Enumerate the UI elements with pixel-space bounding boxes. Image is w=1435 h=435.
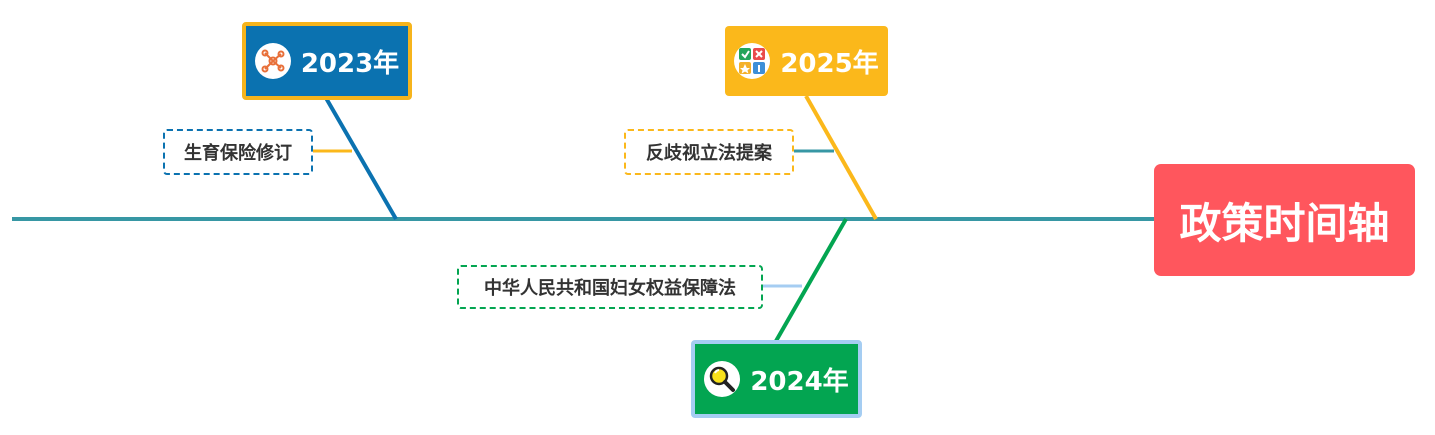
year-label-2023: 2023年: [300, 48, 400, 79]
year-node-2023[interactable]: 2023年: [242, 22, 412, 100]
topic-label-2025: 反歧视立法提案: [646, 143, 772, 164]
year-label-2025: 2025年: [780, 48, 879, 79]
checklist-icon: [734, 43, 771, 79]
topic-label-2024: 中华人民共和国妇女权益保障法: [484, 278, 736, 299]
topic-label-2023: 生育保险修订: [184, 143, 292, 164]
topic-node-2023[interactable]: 生育保险修订: [163, 129, 313, 175]
branch-line-2024: [774, 218, 848, 342]
central-label: 政策时间轴: [1179, 198, 1390, 248]
network-icon: [254, 43, 291, 79]
branch-line-2023: [324, 96, 398, 221]
magnifier-icon: [704, 361, 741, 397]
year-node-2024[interactable]: 2024年: [691, 340, 862, 418]
central-node[interactable]: 政策时间轴: [1154, 164, 1415, 276]
topic-node-2024[interactable]: 中华人民共和国妇女权益保障法: [457, 265, 763, 309]
year-label-2024: 2024年: [750, 366, 849, 397]
topic-node-2025[interactable]: 反歧视立法提案: [624, 129, 794, 175]
branch-line-2025: [804, 95, 878, 220]
year-node-2025[interactable]: 2025年: [725, 26, 888, 96]
